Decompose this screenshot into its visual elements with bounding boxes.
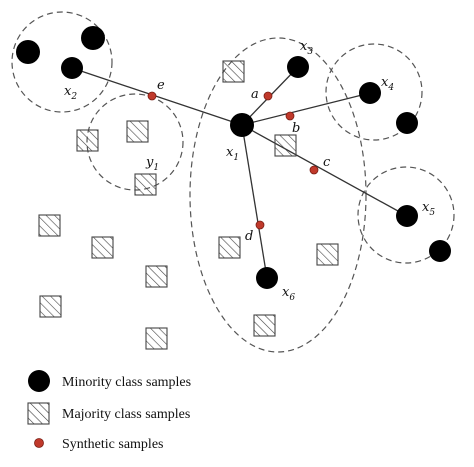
legend-synthetic-icon (34, 438, 44, 448)
legend-majority-icon (27, 402, 50, 425)
legend: Minority class samples Majority class sa… (27, 370, 191, 452)
neighborhood-x1 (189, 37, 367, 353)
majority-samples (38, 60, 339, 350)
synthetic-sample-a (263, 91, 273, 101)
label-x1: x1 (226, 145, 239, 163)
minority-sample-x3 (287, 56, 309, 78)
synthetic-sample-c (309, 165, 319, 175)
majority-sample (38, 214, 61, 237)
minority-sample-x1 (230, 113, 254, 137)
line-x1-x4 (241, 92, 371, 126)
majority-sample-y1 (134, 173, 157, 196)
majority-sample (39, 295, 62, 318)
minority-sample (81, 26, 105, 50)
line-x1-x6 (241, 124, 268, 279)
legend-synthetic-label: Synthetic samples (62, 437, 164, 452)
label-synthetic-e: e (157, 78, 165, 93)
line-x1-x2 (71, 67, 243, 126)
synthetic-sample-e (147, 91, 157, 101)
label-synthetic-b: b (292, 121, 300, 136)
majority-sample (222, 60, 245, 83)
majority-sample (145, 327, 168, 350)
minority-samples (16, 26, 451, 289)
label-x3: x3 (300, 39, 313, 57)
majority-sample (218, 236, 241, 259)
label-synthetic-c: c (323, 155, 331, 170)
legend-majority-label: Majority class samples (62, 407, 190, 422)
connection-lines (71, 66, 408, 279)
legend-minority-icon (28, 370, 50, 392)
synthetic-sample-d (255, 220, 265, 230)
neighborhood-x2 (11, 11, 113, 113)
majority-sample (316, 243, 339, 266)
synthetic-sample-b (285, 111, 295, 121)
majority-sample (145, 265, 168, 288)
label-synthetic-a: a (251, 87, 259, 102)
synthetic-labels: a b c d e (157, 78, 331, 244)
label-x2: x2 (64, 84, 77, 102)
majority-sample (274, 134, 297, 157)
minority-labels: x1 x2 x3 x4 x5 x6 (64, 39, 435, 303)
line-x1-x5 (241, 124, 408, 217)
majority-sample (76, 129, 99, 152)
label-x4: x4 (381, 75, 394, 93)
label-x6: x6 (282, 285, 295, 303)
synthetic-samples (147, 91, 319, 230)
minority-sample-x5 (396, 205, 418, 227)
minority-sample (396, 112, 418, 134)
label-y1: y1 (145, 155, 159, 173)
minority-sample-x4 (359, 82, 381, 104)
label-x5: x5 (422, 200, 435, 218)
legend-minority-label: Minority class samples (62, 375, 191, 390)
majority-sample (253, 314, 276, 337)
label-synthetic-d: d (245, 229, 253, 244)
minority-sample-x2 (61, 57, 83, 79)
majority-sample (126, 120, 149, 143)
minority-sample (16, 40, 40, 64)
minority-sample (429, 240, 451, 262)
neighborhood-x4 (325, 43, 423, 141)
minority-sample-x6 (256, 267, 278, 289)
majority-sample (91, 236, 114, 259)
neighborhood-x5 (357, 166, 455, 264)
